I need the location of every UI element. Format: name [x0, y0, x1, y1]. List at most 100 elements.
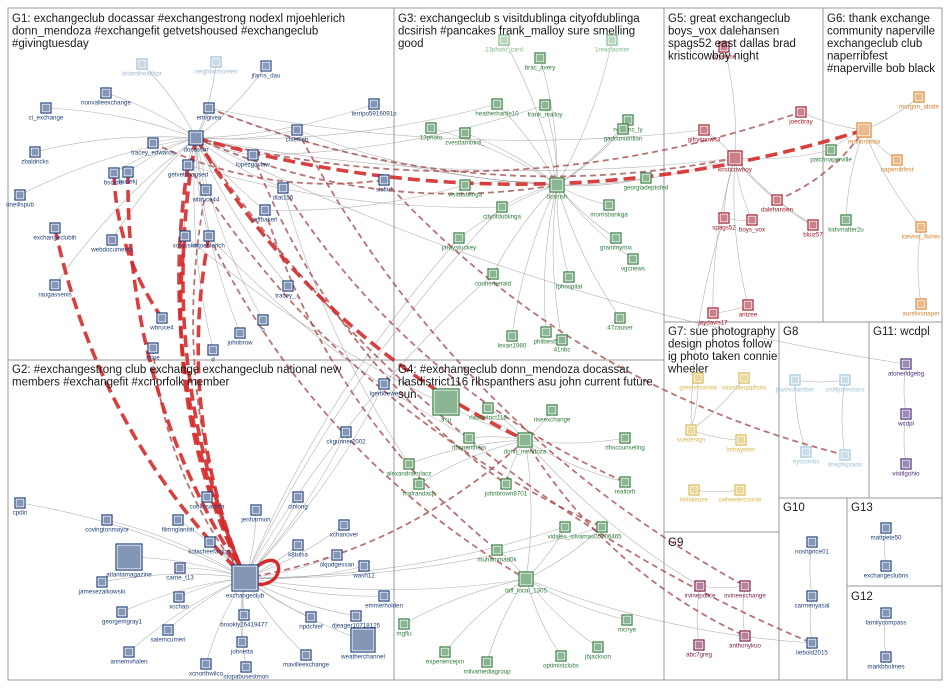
node-johnbrow[interactable]: johnbrow — [226, 327, 253, 347]
node-emigivea[interactable]: emigivea — [197, 102, 222, 122]
node-realtorsbsla[interactable]: realtorsbsla — [848, 122, 881, 146]
node-sue-photo[interactable]: suedesign — [677, 424, 706, 444]
node-carrie-t13[interactable]: carrie_t13 — [166, 562, 194, 582]
node-georgemgray[interactable]: georgemgray1 — [102, 606, 143, 626]
node-docassar[interactable]: docassar — [183, 130, 209, 154]
node-atonerldgebg[interactable]: atonerldgebg — [888, 358, 925, 378]
node-vidales-silva[interactable]: vidales_silva — [547, 521, 583, 541]
node-dtat155[interactable]: dtat155 — [273, 182, 294, 202]
node-tracey-edwards[interactable]: tracey_edwards — [131, 137, 175, 157]
node-1reaclasmer[interactable]: 1reaclasmer — [595, 34, 629, 54]
node-familycompass[interactable]: familycompass — [866, 607, 907, 627]
node-greenmoniwa[interactable]: greenmoniwa — [679, 372, 717, 392]
node-wbruce4[interactable]: wbruce4 — [149, 312, 174, 332]
node-mjoe[interactable]: mjoe — [146, 342, 160, 362]
node-filmnglanisti[interactable]: filmnglanisti — [162, 514, 194, 534]
node-johnbrown8701[interactable]: johnbrown8701 — [484, 478, 528, 498]
node-jtownchamber[interactable]: jtownchamber — [775, 374, 815, 394]
node-loeviss-fishes[interactable]: loeviss_fishes — [902, 221, 941, 241]
node-coolinsamea[interactable]: coolinsamea — [190, 491, 225, 511]
node-neighborhoreen[interactable]: neighborhoreen — [194, 56, 238, 76]
node-xcchan[interactable]: xcchan — [169, 591, 189, 611]
node-exchangeclubih[interactable]: exchangeclubih — [33, 222, 77, 242]
node-covingtonmayor[interactable]: covingtonmayor — [85, 514, 129, 534]
node-d-node[interactable]: d — [207, 344, 219, 364]
node-webdocuments[interactable]: webdocuments — [90, 234, 133, 254]
node-dnephiprado[interactable]: dnephiprado — [828, 449, 863, 469]
node-aritzee[interactable]: aritzee — [739, 299, 758, 319]
node-npdchief[interactable]: npdchief — [299, 611, 323, 631]
node-mgflu[interactable]: mgflu — [396, 618, 412, 638]
node-cinlong[interactable]: cinlong — [288, 491, 308, 511]
node-bellaleuse[interactable]: bellaleuse — [680, 484, 708, 504]
node-aurelixsnaper[interactable]: aurelixsnaper — [902, 298, 940, 318]
node-chieflieb[interactable]: chieflieb — [286, 124, 309, 144]
node-muhammad[interactable]: muhammad0k — [477, 544, 518, 564]
node-mcnye[interactable]: mcnye — [618, 614, 637, 634]
node-mas05706465[interactable]: mas05706465 — [582, 521, 622, 541]
node-jamesezalkowski[interactable]: jamesezalkowski — [78, 576, 125, 596]
node-morgan-abate[interactable]: morgan_abate — [899, 91, 940, 111]
node-wash12[interactable]: wash12 — [352, 560, 375, 580]
node-lgertkrewe[interactable]: lgertkrewe — [370, 378, 399, 398]
node-carmenyasal[interactable]: carmenyasal — [794, 590, 830, 610]
node-djeager[interactable]: djeager10718125 — [332, 610, 381, 630]
node-taff-local[interactable]: taff_local_1305 — [505, 571, 547, 595]
node-mattpete50[interactable]: mattpete50 — [871, 522, 903, 542]
node-spags52[interactable]: spags52 — [712, 212, 736, 232]
node-atlantamagazine[interactable]: atlantamagazine — [106, 543, 152, 579]
node-rlhspanthers[interactable]: rlhspanthers — [452, 432, 486, 452]
node-abc7greg[interactable]: abc7greg — [686, 639, 712, 659]
node-getvets[interactable]: getvetshoused — [168, 159, 209, 179]
node-georgiadeptofed[interactable]: georgiadeptofed — [624, 172, 669, 192]
node-donn-mendoza[interactable]: donn_mendoza — [504, 432, 547, 456]
node-lmhsyetter[interactable]: lmhayetter — [727, 434, 756, 454]
node-liebold2015[interactable]: liebold2015 — [796, 637, 828, 657]
node-philbest[interactable]: philbest5 — [534, 326, 559, 346]
node-vgcnews[interactable]: vgcnews — [621, 253, 645, 273]
node-dalehansen[interactable]: dalehansen — [761, 194, 794, 214]
node-kolacheefactory[interactable]: kolacheefactory — [188, 536, 233, 556]
node-jaydavis17[interactable]: jaydavis17 — [697, 307, 728, 327]
node-budekj[interactable]: budekj — [119, 166, 137, 186]
node-bluiz57[interactable]: bluiz57 — [803, 219, 823, 239]
node-gfryknows[interactable]: gifryknows3 — [688, 124, 721, 144]
node-joecbray[interactable]: joecbray — [788, 106, 814, 126]
node-bsolder[interactable]: bsolder — [104, 167, 124, 187]
node-jbjackson[interactable]: jbjackson — [584, 641, 611, 661]
node-b-node[interactable]: b — [257, 314, 269, 334]
node-anthonykuo[interactable]: anthonykuo — [729, 630, 762, 650]
node-markbholmes[interactable]: markbholmes — [867, 651, 905, 671]
node-cwheelerconnie[interactable]: cwheelerconnie — [719, 484, 763, 504]
node-dcsirish[interactable]: dcsirish — [547, 177, 569, 201]
node-visitlgohio[interactable]: visitlgohio — [892, 458, 920, 478]
node-frank-malloy[interactable]: frank_malloy — [527, 99, 563, 119]
node-kristicowboy[interactable]: kristicowboy — [718, 150, 753, 174]
node-cpdin[interactable]: cpdin — [13, 497, 28, 517]
node-irvinepolice[interactable]: irvinepolice — [685, 580, 717, 600]
node-tracey[interactable]: tracey_... — [275, 280, 301, 300]
node-naperribfest[interactable]: naperribfest — [881, 154, 914, 174]
node-lexan1980[interactable]: lexan1980 — [498, 330, 527, 350]
node-tridenthealthpr[interactable]: tridenthealthpr — [122, 58, 162, 78]
node-rlhscounseling[interactable]: rlhscounseling — [605, 432, 645, 452]
node-raugassenis[interactable]: raugassenis — [38, 279, 72, 299]
node-croftjonesboro[interactable]: croftjonesboro — [825, 374, 865, 394]
node-ci-exchange[interactable]: ci_exchange — [29, 102, 64, 122]
node-exchangeclubns[interactable]: exchangeclubns — [864, 560, 909, 580]
node-zvesttamtrintl[interactable]: zvesttamtrintl_ — [445, 127, 485, 147]
node-heatherhartle10[interactable]: heatherhartle10 — [475, 98, 519, 118]
node-nonvalleexchange[interactable]: nonvalleexchange — [81, 87, 131, 107]
node-brac-avery[interactable]: brac_avery — [525, 52, 557, 72]
node-wbruce44[interactable]: wbruce44 — [192, 184, 220, 204]
node-stopabusestmon[interactable]: stopabusestmon — [223, 661, 269, 681]
node-oldjudgassan[interactable]: okjudgessan — [320, 549, 355, 569]
node-13photo[interactable]: 13photo — [420, 122, 443, 142]
node-visitdublinga[interactable]: visitdublinga — [448, 179, 483, 199]
node-kltulsa[interactable]: k8tulsa — [288, 539, 308, 559]
node-lopezgovlaw[interactable]: lopezgovlaw — [236, 149, 271, 169]
node-salemcumeri[interactable]: salemcumeri — [150, 624, 186, 644]
node-jfarris-dau[interactable]: jfarris_dau — [251, 60, 281, 80]
node-brookly[interactable]: brookly26419477 — [220, 609, 268, 629]
node-riseexchange[interactable]: riseexchange — [534, 404, 571, 424]
